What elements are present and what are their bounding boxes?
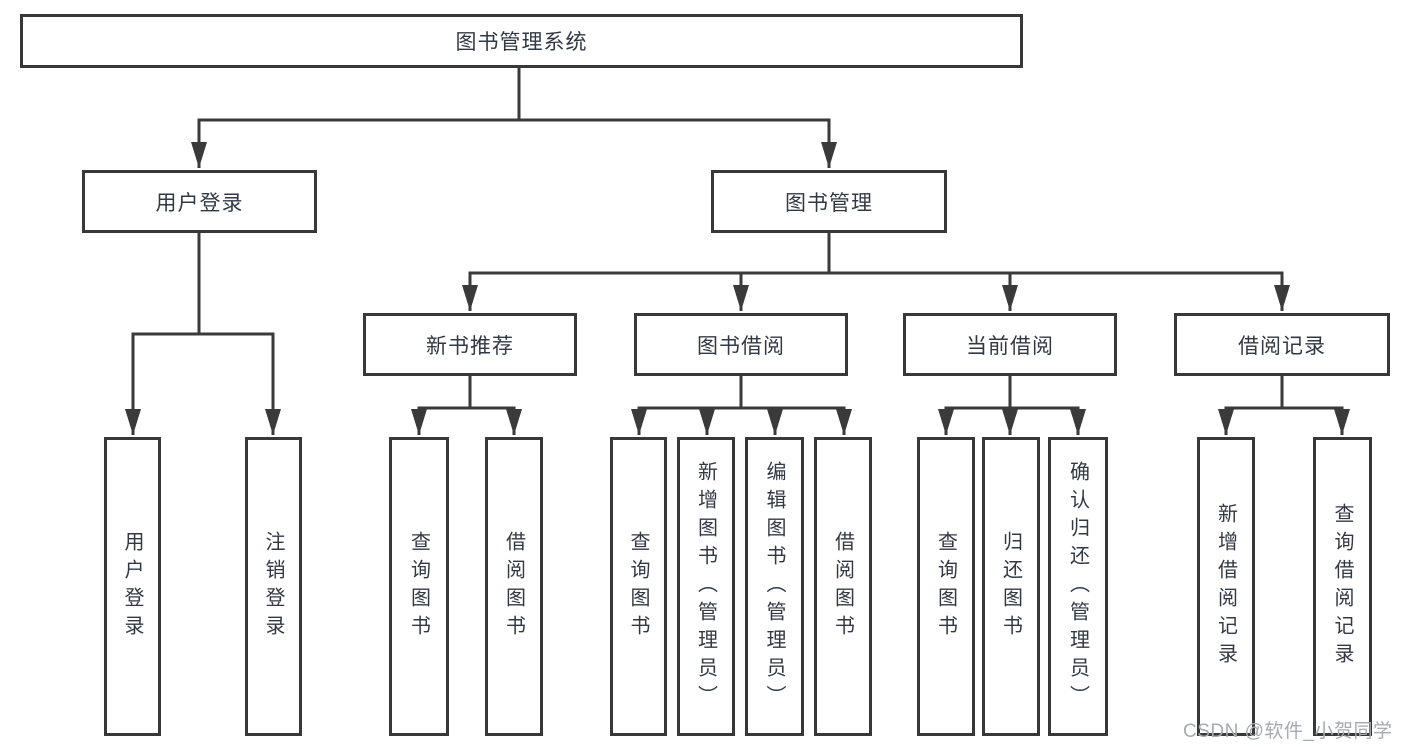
- leaf-logout: 注销登录: [245, 437, 302, 736]
- node-root: 图书管理系统: [20, 14, 1023, 68]
- node-new-book-recommend: 新书推荐: [363, 313, 577, 376]
- leaf-query-books-borrow: 查询图书: [610, 437, 667, 736]
- leaf-query-borrow-record: 查询借阅记录: [1313, 437, 1372, 736]
- leaf-add-borrow-record: 新增借阅记录: [1197, 437, 1255, 736]
- leaf-return-books: 归还图书: [982, 437, 1040, 736]
- node-book-management: 图书管理: [711, 170, 947, 233]
- leaf-borrow-books-recommend: 借阅图书: [485, 437, 543, 736]
- node-current-borrow: 当前借阅: [903, 313, 1117, 376]
- leaf-edit-book-admin: 编辑图书（管理员）: [745, 437, 804, 736]
- leaf-borrow-books: 借阅图书: [814, 437, 872, 736]
- leaf-add-book-admin: 新增图书（管理员）: [677, 437, 735, 736]
- node-book-borrow: 图书借阅: [634, 313, 848, 376]
- leaf-confirm-return-admin: 确认归还（管理员）: [1048, 437, 1108, 736]
- node-user-login-branch: 用户登录: [82, 170, 317, 233]
- watermark: CSDN @软件_小贺同学: [1183, 721, 1393, 742]
- node-borrow-records: 借阅记录: [1174, 313, 1390, 376]
- leaf-query-books-current: 查询图书: [917, 437, 975, 736]
- leaf-user-login: 用户登录: [104, 437, 161, 736]
- leaf-query-books-recommend: 查询图书: [389, 437, 449, 736]
